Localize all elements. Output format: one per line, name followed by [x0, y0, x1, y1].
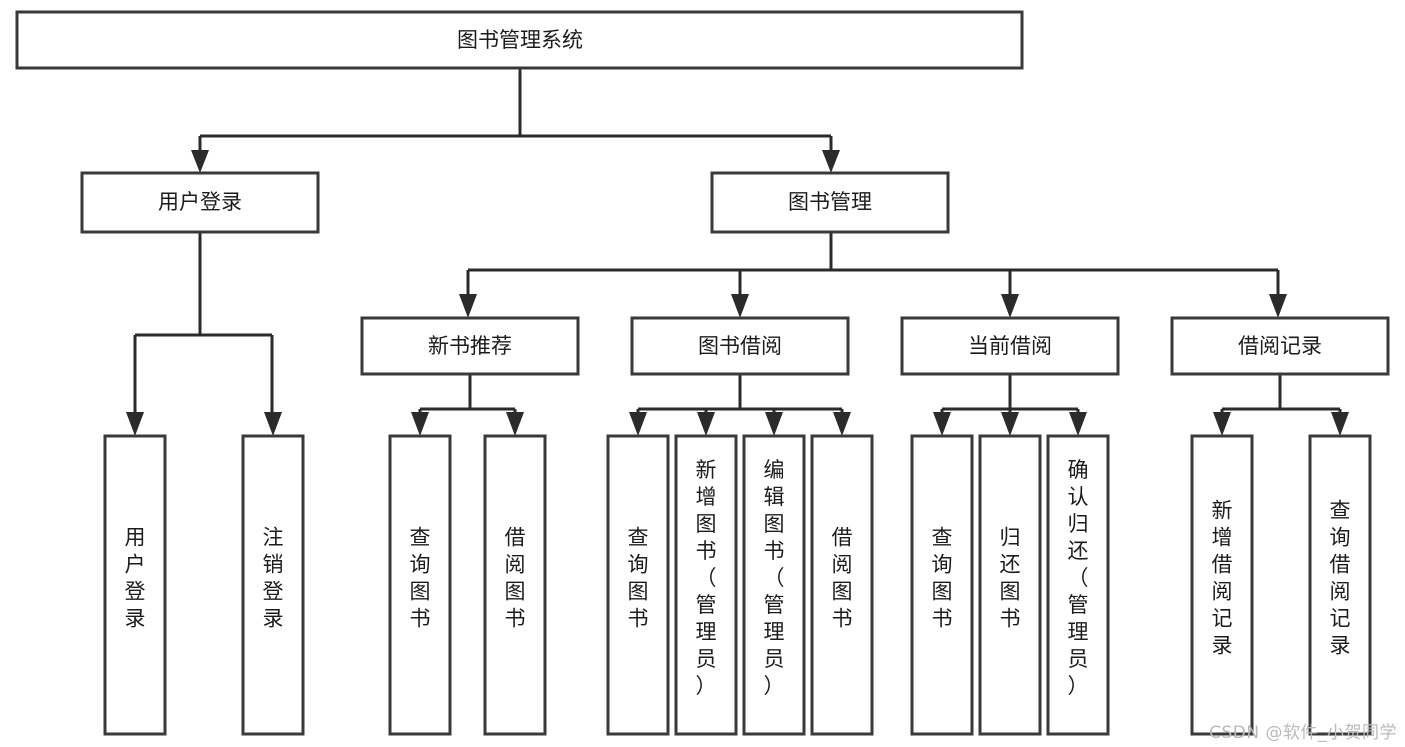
arrow-to-leaf-query-book-recommend	[411, 412, 429, 436]
connector-borrow-record-trunk	[1220, 374, 1342, 420]
node-new-book-recommend-label: 新书推荐	[428, 334, 512, 358]
arrow-to-leaf-edit-book-admin	[765, 412, 783, 436]
connector-book-borrow-trunk	[636, 374, 844, 420]
node-new-book-recommend-box[interactable]	[360, 316, 580, 376]
node-root-label: 图书管理系统	[457, 28, 583, 52]
node-leaf-logout-label: 注销登录	[263, 526, 284, 631]
connector-book-management-trunk	[466, 232, 1280, 300]
node-leaf-edit-book-admin-label: 编辑图书（管理员）	[764, 458, 785, 698]
connector-root-trunk	[198, 68, 833, 156]
node-leaf-borrow-book-recommend-box[interactable]	[483, 434, 547, 736]
node-current-borrow[interactable]: 当前借阅	[900, 316, 1120, 376]
node-leaf-edit-book-admin[interactable]: 编辑图书（管理员）	[742, 434, 806, 736]
node-leaf-return-book[interactable]: 归还图书	[978, 434, 1042, 736]
arrow-to-leaf-query-borrow-record	[1331, 412, 1349, 436]
node-leaf-add-book-admin-label: 新增图书（管理员）	[696, 458, 717, 698]
arrow-to-new-book-recommend	[459, 294, 477, 318]
node-leaf-add-book-admin[interactable]: 新增图书（管理员）	[674, 434, 738, 736]
node-leaf-user-login[interactable]: 用户登录	[103, 434, 167, 736]
node-book-management-label: 图书管理	[788, 190, 872, 214]
node-leaf-query-borrow-record-box[interactable]	[1308, 434, 1372, 736]
node-leaf-add-borrow-record-box[interactable]	[1190, 434, 1254, 736]
arrow-to-leaf-add-borrow-record	[1213, 412, 1231, 436]
node-new-book-recommend[interactable]: 新书推荐	[360, 316, 580, 376]
arrow-to-leaf-user-login	[126, 412, 144, 436]
node-leaf-logout[interactable]: 注销登录	[241, 434, 305, 736]
node-book-borrow-label: 图书借阅	[698, 334, 782, 358]
arrow-to-leaf-borrow-book-recommend	[506, 412, 524, 436]
node-leaf-confirm-return-admin[interactable]: 确认归还（管理员）	[1046, 434, 1110, 736]
node-leaf-borrow-book[interactable]: 借阅图书	[810, 434, 874, 736]
arrow-to-leaf-confirm-return-admin	[1069, 412, 1087, 436]
node-leaf-user-login-label: 用户登录	[125, 526, 146, 631]
node-leaf-borrow-book-label: 借阅图书	[832, 526, 853, 631]
node-leaf-return-book-label: 归还图书	[1000, 526, 1021, 631]
arrow-to-leaf-add-book-admin	[697, 412, 715, 436]
node-leaf-query-book-recommend-label: 查询图书	[410, 526, 431, 631]
node-book-management-box[interactable]	[710, 171, 950, 234]
node-leaf-logout-box[interactable]	[241, 434, 305, 736]
node-leaf-confirm-return-admin-box[interactable]	[1046, 434, 1110, 736]
node-leaf-query-book-current-label: 查询图书	[932, 526, 953, 631]
node-leaf-query-borrow-record[interactable]: 查询借阅记录	[1308, 434, 1372, 736]
node-leaf-confirm-return-admin-label: 确认归还（管理员）	[1068, 458, 1089, 698]
node-borrow-record[interactable]: 借阅记录	[1170, 316, 1390, 376]
node-borrow-record-box[interactable]	[1170, 316, 1390, 376]
connector-user-login-trunk	[133, 232, 274, 418]
connector-layer	[126, 68, 1349, 436]
node-leaf-query-book-recommend-box[interactable]	[388, 434, 452, 736]
node-user-login-box[interactable]	[80, 171, 320, 234]
node-current-borrow-label: 当前借阅	[968, 334, 1052, 358]
node-leaf-borrow-book-recommend-label: 借阅图书	[505, 526, 526, 631]
node-leaf-add-borrow-record-label: 新增借阅记录	[1212, 499, 1233, 658]
arrow-to-borrow-record	[1269, 294, 1287, 318]
arrow-to-current-borrow	[1001, 294, 1019, 318]
node-leaf-return-book-box[interactable]	[978, 434, 1042, 736]
node-leaf-borrow-book-box[interactable]	[810, 434, 874, 736]
node-leaf-edit-book-admin-box[interactable]	[742, 434, 806, 736]
node-leaf-user-login-box[interactable]	[103, 434, 167, 736]
node-leaf-add-borrow-record[interactable]: 新增借阅记录	[1190, 434, 1254, 736]
node-borrow-record-label: 借阅记录	[1238, 334, 1322, 358]
node-leaf-query-book-recommend[interactable]: 查询图书	[388, 434, 452, 736]
arrow-to-leaf-query-book-borrow	[629, 412, 647, 436]
node-root[interactable]: 图书管理系统	[15, 10, 1024, 70]
connector-new-book-recommend-trunk	[418, 374, 517, 420]
node-leaf-query-book-borrow-label: 查询图书	[628, 526, 649, 631]
arrow-to-leaf-return-book	[1001, 412, 1019, 436]
arrow-to-leaf-logout	[264, 412, 282, 436]
node-root-box[interactable]	[15, 10, 1024, 70]
node-current-borrow-box[interactable]	[900, 316, 1120, 376]
node-leaf-query-book-current-box[interactable]	[910, 434, 974, 736]
node-leaf-add-book-admin-box[interactable]	[674, 434, 738, 736]
node-leaf-query-borrow-record-label: 查询借阅记录	[1330, 499, 1351, 658]
node-book-borrow[interactable]: 图书借阅	[630, 316, 850, 376]
node-leaf-borrow-book-recommend[interactable]: 借阅图书	[483, 434, 547, 736]
node-user-login-label: 用户登录	[158, 190, 242, 214]
arrow-to-book-borrow	[731, 294, 749, 318]
node-leaf-query-book-current[interactable]: 查询图书	[910, 434, 974, 736]
node-book-borrow-box[interactable]	[630, 316, 850, 376]
arrow-to-book-management	[822, 150, 840, 173]
arrow-to-leaf-query-book-current	[933, 412, 951, 436]
node-leaf-query-book-borrow-box[interactable]	[606, 434, 670, 736]
arrow-to-user-login	[191, 150, 209, 173]
node-user-login[interactable]: 用户登录	[80, 171, 320, 234]
node-leaf-query-book-borrow[interactable]: 查询图书	[606, 434, 670, 736]
arrow-to-leaf-borrow-book	[833, 412, 851, 436]
node-book-management[interactable]: 图书管理	[710, 171, 950, 234]
